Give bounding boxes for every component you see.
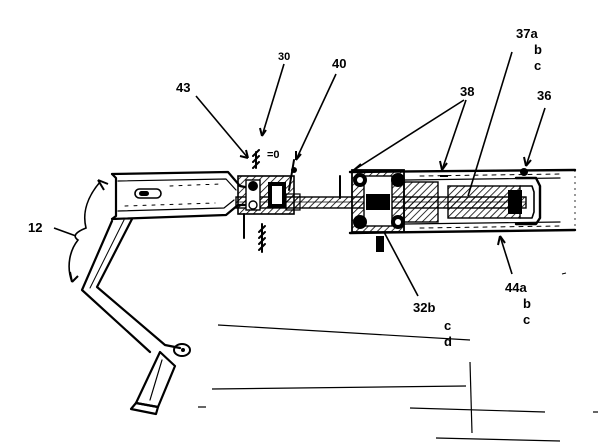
ground-lines	[198, 272, 598, 442]
ref-label-37b: b	[534, 42, 542, 57]
crank-arm	[80, 217, 191, 357]
bushing	[403, 175, 521, 223]
ref-label-44c: c	[523, 312, 530, 327]
handle-slot	[134, 188, 162, 199]
ref-label-36: 36	[537, 88, 551, 103]
ref-label-32b: 32b	[413, 300, 435, 315]
ref-label-43: 43	[176, 80, 190, 95]
ref-label-32d: d	[444, 334, 452, 349]
crank-grip	[129, 350, 177, 416]
leader-lines	[53, 51, 546, 297]
coupling-assembly	[237, 149, 301, 253]
handle-tube	[110, 170, 252, 221]
ref-label-eq: =0	[267, 149, 280, 161]
end-cap	[508, 168, 542, 226]
ref-label-30: 30	[278, 51, 290, 63]
ref-label-32c: c	[444, 318, 451, 333]
ref-label-44b: b	[523, 296, 531, 311]
ref-label-40: 40	[332, 56, 346, 71]
ref-label-12: 12	[28, 220, 42, 235]
ref-label-37c: c	[534, 58, 541, 73]
ref-label-38: 38	[460, 84, 474, 99]
ref-label-37a: 37a	[516, 26, 538, 41]
bearing-block	[339, 169, 405, 252]
ref-label-44a: 44a	[505, 280, 527, 295]
